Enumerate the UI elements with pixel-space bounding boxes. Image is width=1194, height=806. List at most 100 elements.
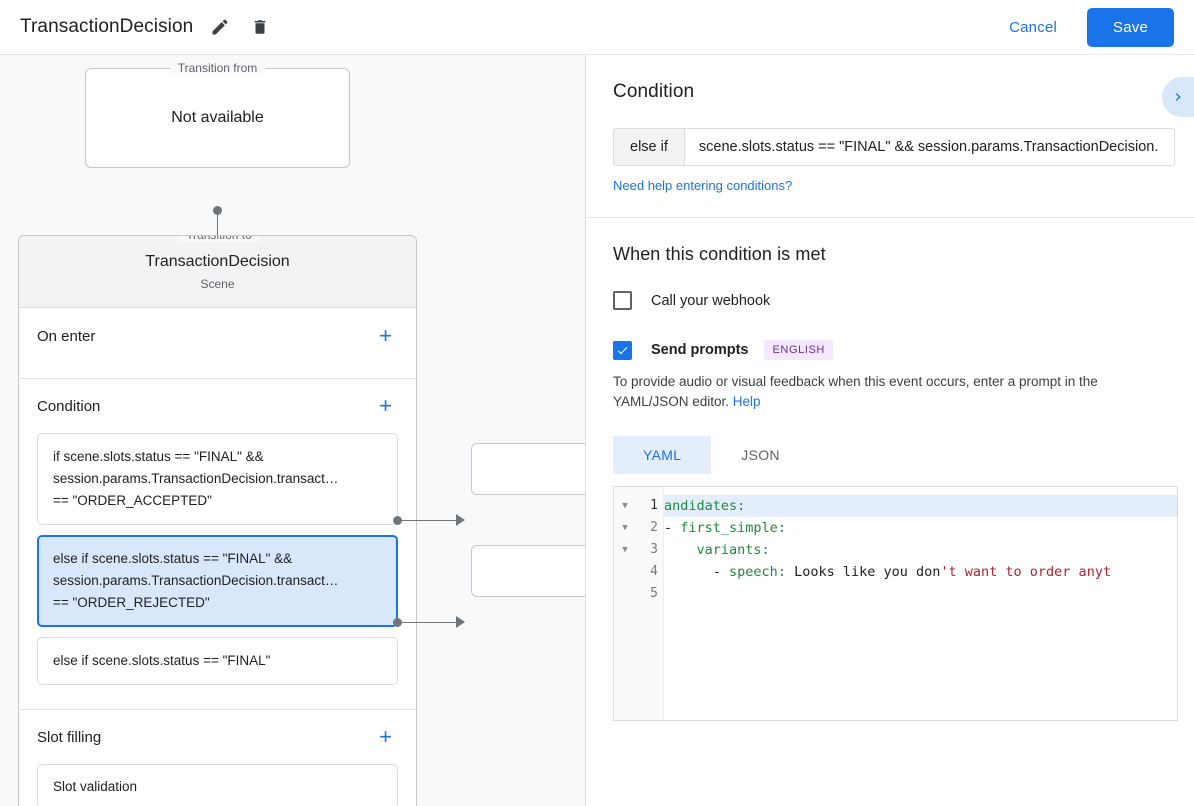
editor-code-line[interactable]: - speech: Looks like you don't want to o… (664, 561, 1177, 583)
checkmark-icon (617, 346, 628, 354)
condition-card-line: session.params.TransactionDecision.trans… (53, 471, 339, 486)
webhook-checkbox-row: Call your webhook (613, 291, 1167, 310)
pencil-icon-glyph (212, 19, 228, 35)
code-token: - (664, 520, 681, 536)
condition-card-line: session.params.TransactionDecision.trans… (53, 573, 339, 588)
prompts-hint-text: To provide audio or visual feedback when… (613, 374, 1098, 409)
code-token: speech (729, 564, 778, 580)
code-token: Looks like you don (785, 564, 941, 580)
code-token (664, 542, 697, 558)
condition-card-line: == "ORDER_ACCEPTED" (53, 493, 212, 508)
prompts-help-link[interactable]: Help (732, 394, 761, 409)
editor-line-number: 1 (650, 498, 658, 513)
code-token: : (737, 498, 746, 514)
slot-filling-list: Slot validation (37, 764, 398, 806)
top-toolbar: TransactionDecision Cancel Save (0, 0, 1194, 55)
section-on-enter: On enter + (19, 308, 416, 379)
section-header-condition: Condition + (37, 379, 398, 433)
section-title-slot-filling: Slot filling (37, 728, 102, 746)
code-token: : (777, 564, 786, 580)
connector-line-rejected (397, 621, 462, 623)
editor-line-number: 4 (650, 564, 658, 579)
editor-line-number: 3 (650, 542, 658, 557)
scene-header: TransactionDecision Scene (19, 236, 416, 308)
trash-icon[interactable] (247, 14, 273, 40)
editor-code-line[interactable]: variants: (664, 539, 1177, 561)
section-slot-filling: Slot filling + Slot validation (19, 710, 416, 806)
transition-to-legend: Transition to (178, 236, 260, 242)
condition-card-line: if scene.slots.status == "FINAL" && (53, 449, 264, 464)
connector-arrow-accepted (456, 514, 465, 526)
scene-type: Scene (200, 277, 235, 291)
condition-card-line: else if scene.slots.status == "FINAL" && (53, 551, 293, 566)
chevron-right-icon[interactable] (1162, 77, 1194, 117)
tab-yaml[interactable]: YAML (613, 436, 712, 474)
need-help-conditions-link[interactable]: Need help entering conditions? (613, 178, 793, 193)
pane-header-section: Condition else if Need help entering con… (586, 55, 1194, 218)
pencil-icon[interactable] (207, 14, 233, 40)
fold-toggle-icon[interactable]: ▼ (622, 545, 628, 555)
cancel-button[interactable]: Cancel (993, 11, 1073, 44)
add-on-enter-button[interactable]: + (379, 323, 392, 348)
scene-name: TransactionDecision (145, 253, 290, 270)
condition-input-row: else if (613, 128, 1175, 166)
chevron-right-icon-glyph (1175, 93, 1181, 101)
add-slot-filling-button[interactable]: + (379, 724, 392, 749)
editor-code-line[interactable] (664, 583, 1177, 605)
slot-filling-card[interactable]: Slot validation (37, 764, 398, 806)
condition-input[interactable] (684, 129, 1174, 165)
target-node-accepted[interactable] (471, 443, 585, 495)
pane-title: Condition (613, 81, 695, 102)
section-title-on-enter: On enter (37, 327, 96, 345)
when-condition-met-heading: When this condition is met (613, 244, 826, 264)
code-token: andidates (664, 498, 738, 514)
editor-code-line[interactable]: - first_simple: (664, 517, 1177, 539)
slot-filling-card-label: Slot validation (53, 779, 138, 794)
editor-code-line[interactable]: andidates: (664, 495, 1177, 517)
condition-list: if scene.slots.status == "FINAL" && sessi… (37, 433, 398, 685)
section-condition: Condition + if scene.slots.status == "FI… (19, 379, 416, 710)
condition-details-pane: Condition else if Need help entering con… (585, 55, 1194, 806)
fold-spacer (614, 561, 636, 583)
transition-from-value: Not available (171, 109, 264, 126)
code-token: first_simple (680, 520, 778, 536)
transition-to-node: Transition to TransactionDecision Scene … (18, 235, 417, 806)
code-token: : (777, 520, 786, 536)
call-webhook-checkbox[interactable] (613, 291, 632, 310)
language-chip: ENGLISH (764, 340, 833, 360)
fold-spacer (614, 583, 636, 605)
fold-toggle-icon[interactable]: ▼ (622, 501, 628, 511)
editor-line-number: 2 (650, 520, 658, 535)
code-token: variants (696, 542, 762, 558)
send-prompts-checkbox[interactable] (613, 340, 632, 360)
condition-card[interactable]: else if scene.slots.status == "FINAL" &&… (37, 535, 398, 627)
pane-body-section: When this condition is met Call your web… (586, 218, 1194, 721)
fold-toggle-icon[interactable]: ▼ (622, 523, 628, 533)
target-node-rejected[interactable] (471, 545, 585, 597)
condition-card-line: else if scene.slots.status == "FINAL" (53, 653, 271, 668)
condition-card-line: == "ORDER_REJECTED" (53, 595, 210, 610)
code-token: - (664, 564, 730, 580)
editor-code-area[interactable]: andidates:- first_simple: variants: - sp… (664, 487, 1177, 720)
page-title: TransactionDecision (20, 16, 194, 37)
tab-json[interactable]: JSON (741, 447, 780, 463)
editor-format-tabs: YAML JSON (613, 436, 1167, 474)
prompts-hint: To provide audio or visual feedback when… (613, 372, 1175, 412)
code-token: : (761, 542, 770, 558)
section-title-condition: Condition (37, 397, 101, 415)
trash-icon-glyph (255, 20, 266, 34)
section-header-on-enter: On enter + (37, 308, 398, 364)
transition-from-node[interactable]: Transition from Not available (85, 61, 350, 168)
send-prompts-row: Send prompts ENGLISH (613, 340, 1167, 360)
connector-line-accepted (397, 519, 462, 521)
condition-card[interactable]: else if scene.slots.status == "FINAL" (37, 637, 398, 685)
add-condition-button[interactable]: + (379, 393, 392, 418)
condition-card[interactable]: if scene.slots.status == "FINAL" && sessi… (37, 433, 398, 525)
section-header-slot-filling: Slot filling + (37, 710, 398, 764)
save-button[interactable]: Save (1087, 7, 1174, 47)
scene-graph-canvas[interactable]: Transition from Not available Transition… (0, 55, 585, 806)
send-prompts-label: Send prompts (651, 342, 749, 358)
